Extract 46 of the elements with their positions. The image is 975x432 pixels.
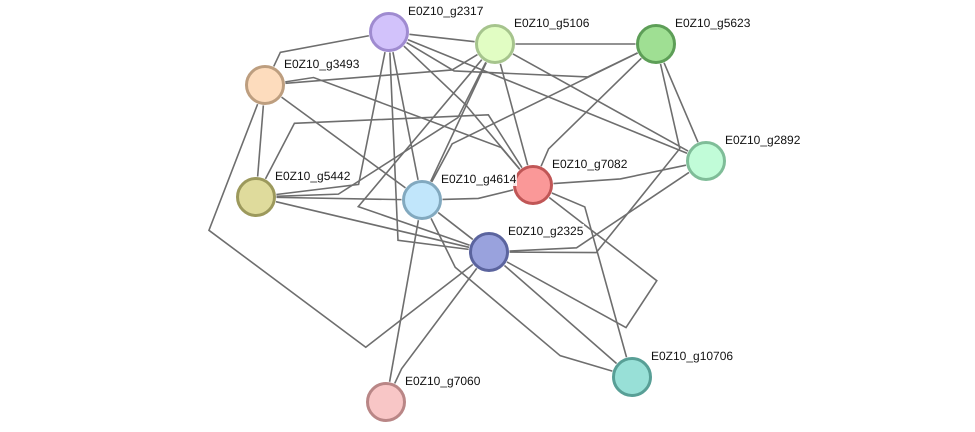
interaction-line [430, 62, 488, 182]
interaction-line [264, 114, 523, 180]
interaction-line [516, 43, 636, 45]
interaction-line [285, 54, 478, 84]
interaction-line [356, 59, 482, 246]
interaction-line [540, 58, 642, 166]
interaction-line [256, 105, 264, 177]
interaction-line [500, 64, 528, 166]
interaction-line [392, 52, 419, 180]
interaction-line [273, 34, 369, 67]
interaction-line [504, 264, 618, 364]
interaction-line [276, 196, 402, 200]
protein-name-label: E0Z10_g4614 [440, 172, 518, 186]
interaction-line [389, 52, 469, 250]
interaction-line [409, 34, 475, 42]
interaction-line [394, 268, 478, 384]
interaction-line [276, 52, 386, 196]
protein-name-label: E0Z10_g5623 [674, 16, 752, 30]
protein-name-label: E0Z10_g7082 [551, 157, 628, 171]
protein-name-label: E0Z10_g2892 [724, 133, 802, 147]
interaction-line [276, 200, 470, 248]
interaction-line [281, 96, 406, 189]
protein-name-label: E0Z10_g5106 [513, 16, 590, 30]
interaction-line [208, 104, 474, 348]
interaction-line [510, 64, 681, 254]
interaction-line [438, 212, 474, 240]
interaction-line [276, 62, 486, 198]
interaction-line [552, 192, 628, 358]
interaction-line [388, 220, 420, 382]
protein-name-label: E0Z10_g10706 [650, 349, 734, 363]
protein-name-label: E0Z10_g2325 [507, 224, 584, 238]
interaction-line [406, 42, 638, 78]
protein-name-label: E0Z10_g7060 [404, 374, 482, 388]
interaction-line [506, 196, 658, 329]
protein-name-label: E0Z10_g3493 [283, 57, 360, 71]
interaction-line [663, 62, 699, 142]
interaction-line [509, 172, 690, 252]
interaction-line [553, 164, 686, 184]
interaction-line [408, 38, 688, 154]
interaction-line [430, 218, 613, 372]
interaction-line [431, 52, 638, 182]
interaction-line [512, 53, 688, 152]
interaction-line [285, 76, 520, 170]
interaction-line [442, 189, 514, 200]
protein-name-label: E0Z10_g2317 [407, 4, 484, 18]
protein-name-label: E0Z10_g5442 [274, 169, 352, 183]
